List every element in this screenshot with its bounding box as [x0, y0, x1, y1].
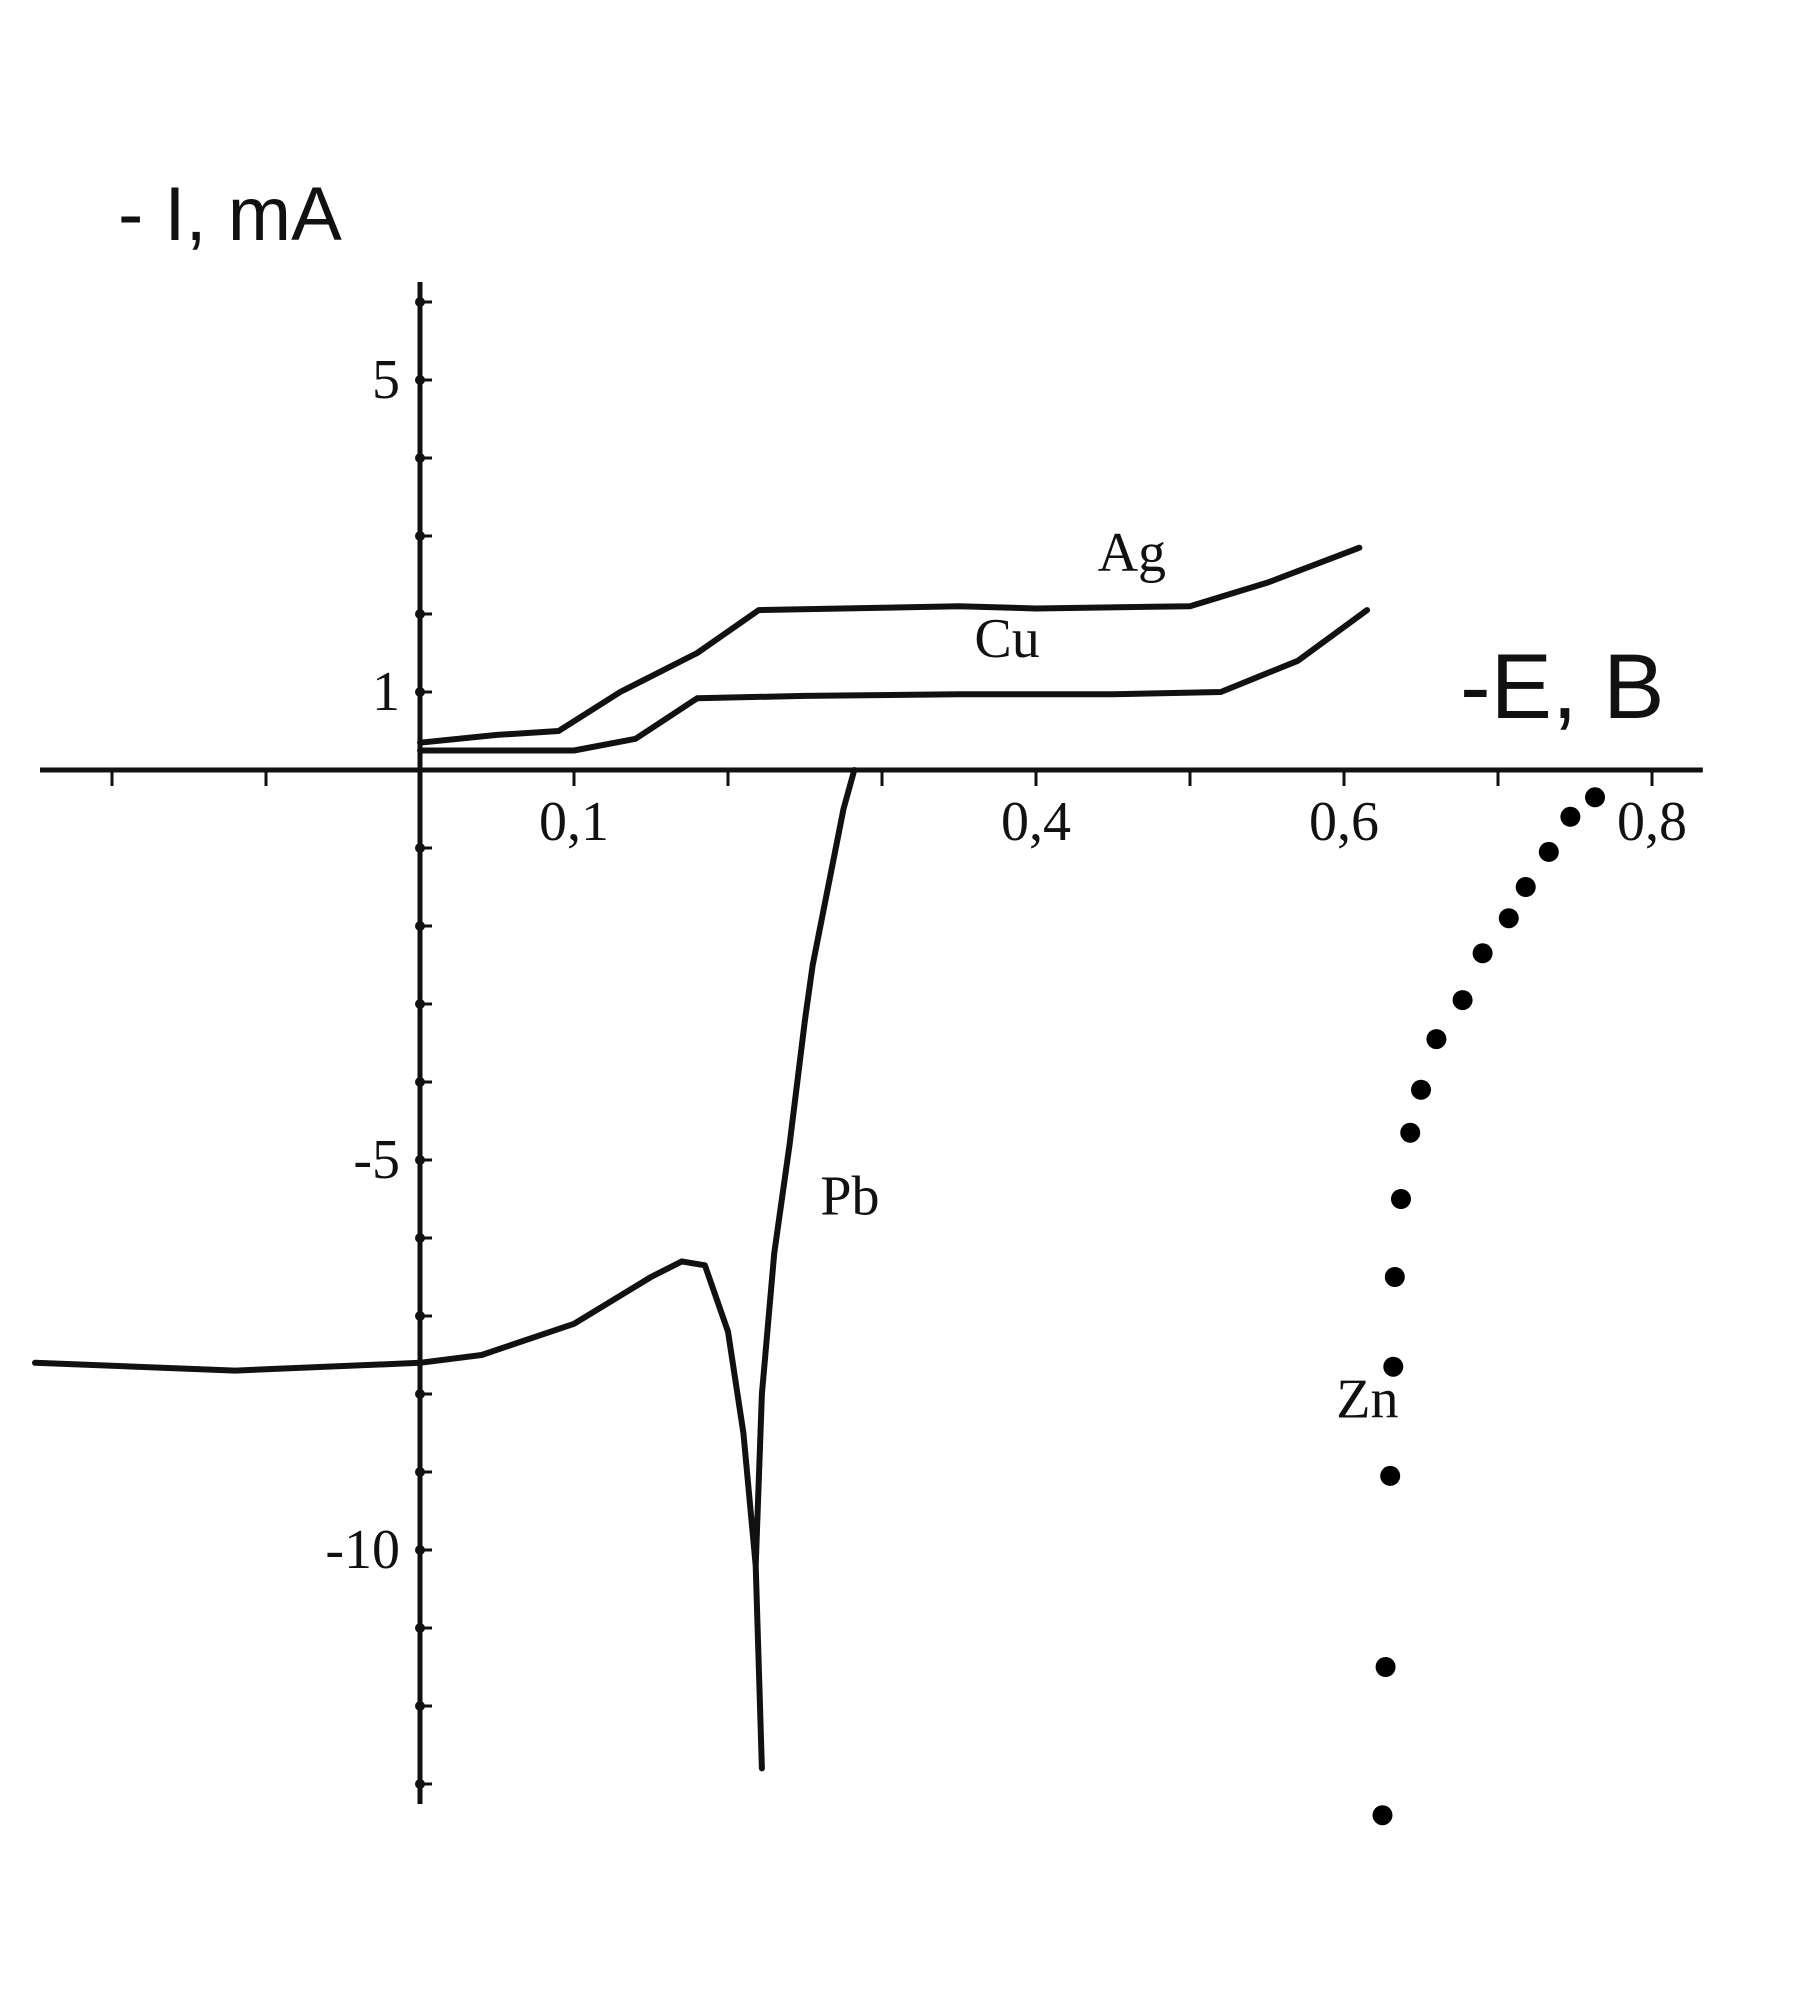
- y-tick-dot: [415, 1311, 425, 1321]
- y-tick-dot: [415, 375, 425, 385]
- data-point: [1372, 1805, 1393, 1826]
- axis-ticks: 0,1 0,4 0,6 0,8 5 1 -5 -10: [110, 297, 1687, 1789]
- y-tick-dot: [415, 1389, 425, 1399]
- data-point: [1452, 990, 1473, 1011]
- labels-layer: - I, mA -E, B: [118, 172, 1664, 738]
- data-point: [1560, 806, 1581, 827]
- x-tick-label: 0,4: [1001, 791, 1071, 853]
- y-tick-dot: [415, 1467, 425, 1477]
- x-tick-label: 0,6: [1309, 791, 1379, 853]
- data-point: [1515, 877, 1536, 897]
- y-tick-label: -10: [325, 1519, 400, 1581]
- data-point: [1426, 1029, 1447, 1050]
- y-tick-label: 1: [372, 661, 400, 723]
- y-tick-dot: [415, 1155, 425, 1165]
- y-tick-dot: [415, 1233, 425, 1243]
- x-tick-label: 0,1: [539, 791, 609, 853]
- y-tick-dot: [415, 297, 425, 307]
- data-point: [1390, 1189, 1411, 1209]
- y-tick-label: 5: [372, 349, 400, 411]
- data-point: [1383, 1356, 1404, 1377]
- series-line: [32, 767, 858, 1772]
- series-cu: Cu: [417, 607, 1371, 754]
- series-label: Pb: [820, 1166, 879, 1228]
- data-point: [1411, 1079, 1431, 1100]
- y-tick-label: -5: [353, 1129, 400, 1191]
- x-tick-label: 0,8: [1617, 791, 1687, 853]
- series-zn: Zn: [1336, 787, 1606, 1826]
- data-point: [1472, 943, 1493, 964]
- series-line: [417, 544, 1363, 746]
- series-pb: Pb: [32, 767, 880, 1772]
- y-tick-dot: [415, 999, 425, 1009]
- y-tick-dot: [415, 1545, 425, 1555]
- y-axis-title: - I, mA: [118, 172, 342, 257]
- series-label: Zn: [1336, 1368, 1398, 1430]
- data-point: [1400, 1122, 1421, 1143]
- data-point: [1585, 787, 1606, 808]
- y-tick-dot: [415, 609, 425, 619]
- y-tick-dot: [415, 1701, 425, 1711]
- data-point: [1380, 1465, 1401, 1486]
- y-tick-dot: [415, 1623, 425, 1633]
- data-point: [1375, 1657, 1396, 1677]
- x-axis-title: -E, B: [1460, 636, 1664, 738]
- series-line: [417, 607, 1371, 754]
- y-tick-dot: [415, 687, 425, 697]
- y-tick-dot: [415, 1779, 425, 1789]
- y-tick-dot: [415, 453, 425, 463]
- y-tick-dot: [415, 843, 425, 853]
- data-point: [1498, 908, 1519, 929]
- series-label: Cu: [974, 608, 1039, 670]
- series-ag: Ag: [417, 522, 1363, 746]
- y-tick-dot: [415, 921, 425, 931]
- data-point: [1538, 841, 1559, 862]
- y-tick-dot: [415, 531, 425, 541]
- series-label: Ag: [1098, 522, 1166, 584]
- y-tick-dot: [415, 1077, 425, 1087]
- data-point: [1384, 1267, 1405, 1287]
- axes: [40, 282, 1703, 1804]
